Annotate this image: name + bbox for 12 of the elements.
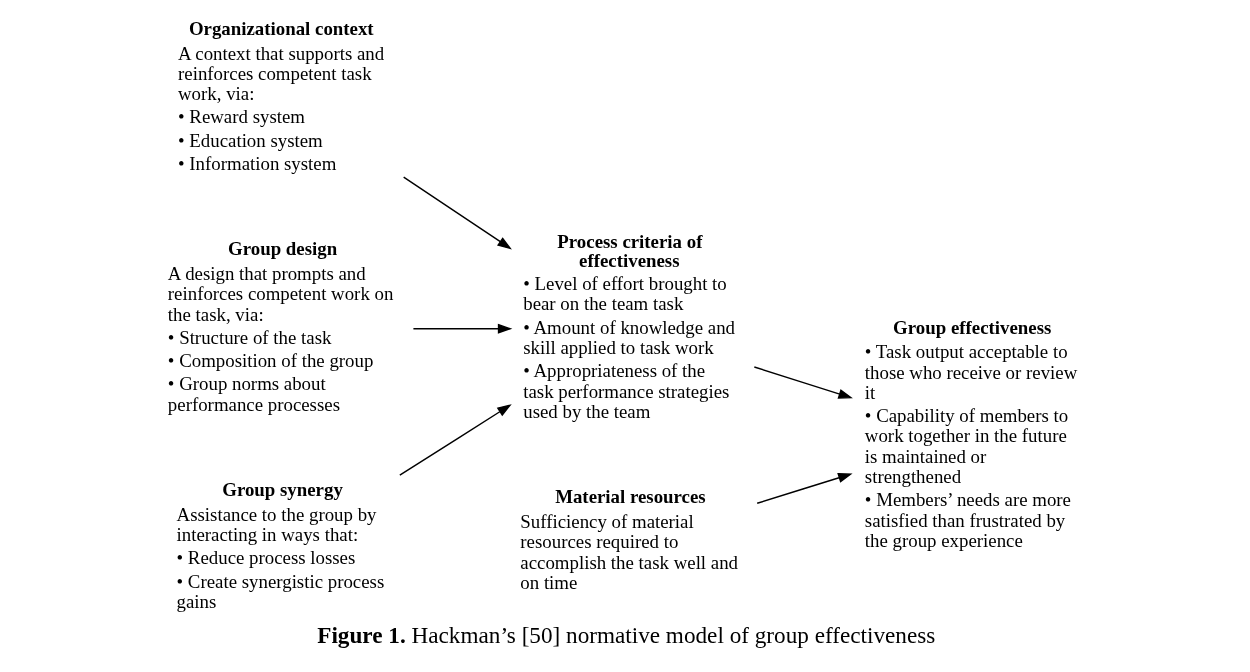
arrow	[412, 323, 512, 334]
node-text: Group effectiveness • Task output acceptable to those who receive or review it • Capability of members to work together in the future is maintained or strengthened • Members’ needs are more satisfied than frustrated by the group experience	[864, 316, 1077, 551]
node-text: Process criteria of effectiveness • Level of effort brought to bear on the team task • Amount of knowledge and skill applied to task work • Appropriateness of the task performance strategies used by the team	[522, 231, 735, 422]
arrow	[755, 472, 853, 505]
node-text: Material resources Sufficiency of material resources required to accomplish the task well and on time	[519, 486, 738, 593]
arrow	[402, 176, 512, 250]
node-text: Group synergy Assistance to the group by interacting in ways that: • Reduce process losses • Create synergistic process gains	[176, 479, 384, 612]
node-text: Group design A design that prompts and reinforces competent work on the task, via: • Structure of the task • Composition of the group • Group norms about performance processes	[167, 238, 393, 415]
caption: Figure 1. Hackman’s [50] normative model of group effectiveness	[316, 622, 935, 649]
arrow	[398, 404, 512, 476]
arrow	[753, 366, 853, 399]
node-text: Organizational context A context that supports and reinforces competent task work, via: • Reward system • Education system • Information system	[177, 17, 384, 174]
